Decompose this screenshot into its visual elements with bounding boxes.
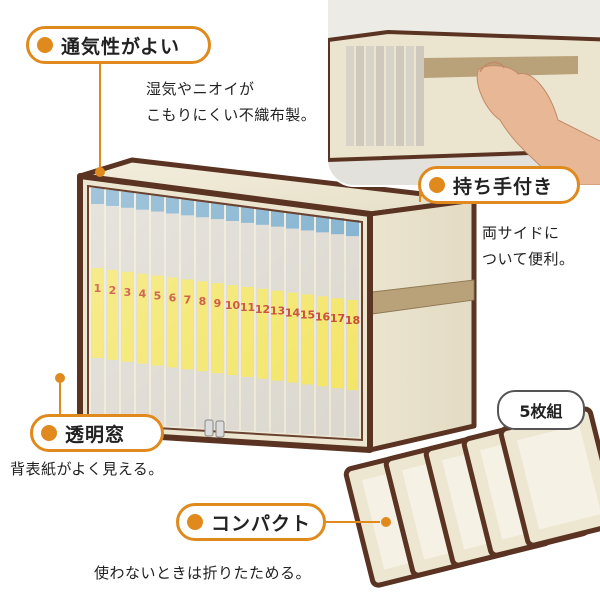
folded-panels <box>343 406 600 588</box>
bullet-dot <box>187 514 203 530</box>
set-count-badge: 5枚組 <box>497 390 585 430</box>
caption-window: 背表紙がよく見える。 <box>10 460 164 478</box>
label-window-text: 透明窓 <box>65 423 126 446</box>
box-side <box>367 197 477 453</box>
caption-handle: 両サイドに ついて便利。 <box>482 220 575 272</box>
label-window: 透明窓 <box>30 414 164 452</box>
caption-ventilation-line1: 湿気やニオイが <box>146 80 255 98</box>
bullet-dot <box>37 37 53 53</box>
label-ventilation-text: 通気性がよい <box>61 35 181 58</box>
caption-handle-line2: ついて便利。 <box>482 250 575 268</box>
caption-handle-line1: 両サイドに <box>482 224 560 242</box>
bullet-dot <box>41 425 57 441</box>
label-compact-text: コンパクト <box>211 512 312 535</box>
handle-inset-photo <box>326 0 600 187</box>
caption-compact: 使わないときは折りたためる。 <box>94 564 312 582</box>
bullet-dot <box>429 177 445 193</box>
label-compact: コンパクト <box>176 503 326 541</box>
label-handle-text: 持ち手付き <box>453 175 554 198</box>
zipper-pull <box>204 419 225 438</box>
caption-ventilation-line2: こもりにくい不織布製。 <box>146 106 317 124</box>
label-handle: 持ち手付き <box>418 166 580 204</box>
label-ventilation: 通気性がよい <box>26 26 211 64</box>
caption-ventilation: 湿気やニオイが こもりにくい不織布製。 <box>146 76 316 128</box>
